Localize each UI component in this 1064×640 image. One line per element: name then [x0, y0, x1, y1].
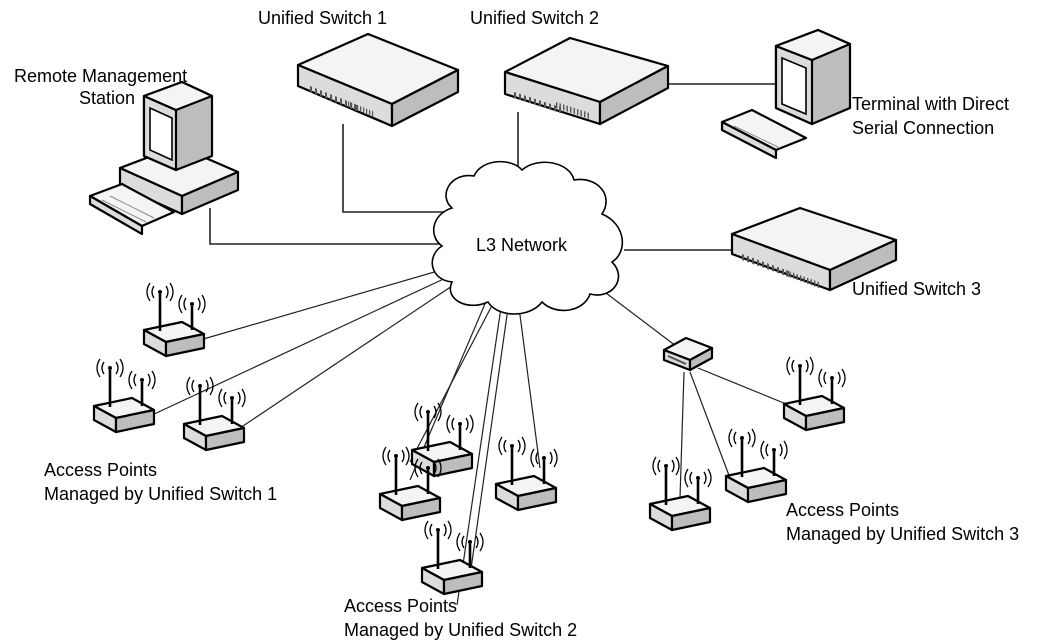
ap-group-1-label-2: Managed by Unified Switch 1	[44, 484, 277, 504]
wireless-access-point-icon	[92, 357, 157, 434]
link-ap2c	[456, 293, 504, 606]
wireless-access-point-icon	[142, 281, 207, 358]
link-switch1	[342, 124, 452, 213]
unified-switch-3-label: Unified Switch 3	[852, 279, 981, 299]
link-ap3a	[697, 367, 797, 409]
terminal-label-1: Terminal with Direct	[852, 94, 1009, 114]
access-points-group-1	[92, 281, 247, 452]
unified-switch-1-label: Unified Switch 1	[258, 8, 387, 28]
link-remote-station	[209, 208, 440, 245]
ap-group-3-label-1: Access Points	[786, 500, 899, 520]
wireless-access-point-icon	[420, 519, 485, 596]
link-ap1a	[199, 265, 456, 341]
wireless-access-point-icon	[494, 435, 559, 512]
wireless-access-point-icon	[782, 355, 847, 432]
ap-group-2-label-1: Access Points	[344, 596, 457, 616]
wireless-access-point-icon	[182, 375, 247, 452]
link-ap2b	[409, 293, 499, 463]
computer-icon	[88, 80, 240, 236]
unified-switch-3-icon	[730, 206, 898, 292]
unified-switch-2-icon	[503, 36, 670, 126]
ap-group-3-label-2: Managed by Unified Switch 3	[786, 524, 1019, 544]
link-hub	[601, 289, 677, 347]
wireless-access-point-icon	[724, 427, 789, 504]
network-label: L3 Network	[476, 235, 568, 255]
terminal-icon	[720, 28, 852, 160]
ap-group-2-label-2: Managed by Unified Switch 2	[344, 620, 577, 640]
access-points-group-2	[378, 401, 559, 596]
ap-group-1-label-1: Access Points	[44, 460, 157, 480]
remote-station-label-2: Station	[79, 88, 135, 108]
link-ap3c	[679, 371, 685, 499]
ethernet-hub-icon	[662, 336, 714, 372]
unified-switch-1-icon	[296, 32, 460, 128]
link-ap2e	[516, 291, 541, 469]
connection-lines	[149, 83, 797, 606]
link-ap1c	[239, 283, 456, 429]
unified-switch-2-label: Unified Switch 2	[470, 8, 599, 28]
terminal-label-2: Serial Connection	[852, 118, 994, 138]
link-ap3b	[689, 371, 731, 479]
link-ap2d	[467, 293, 511, 591]
remote-station-label-1: Remote Management	[14, 66, 187, 86]
network-cloud-icon: L3 Network	[431, 160, 624, 315]
